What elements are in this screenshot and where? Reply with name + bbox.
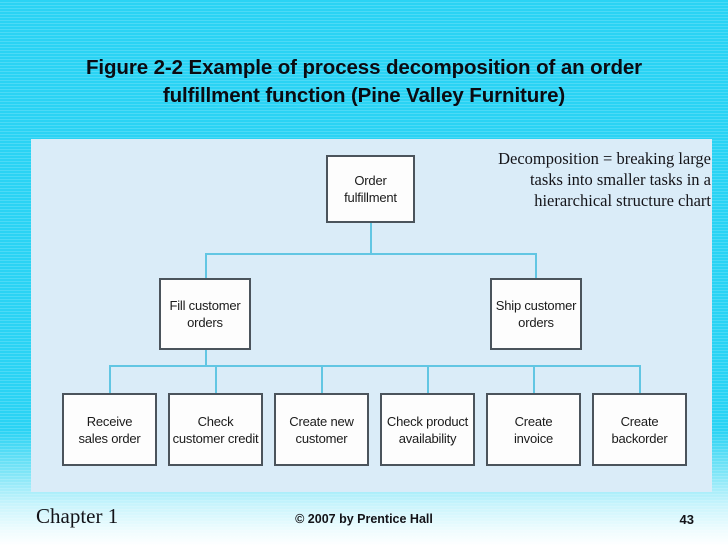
- process-box-check-customer-credit-line1: Check: [197, 413, 234, 429]
- connector-to-receive-sales-order: [109, 365, 111, 393]
- process-box-create-new-customer-line2: customer: [295, 430, 348, 446]
- process-box-create-backorder[interactable]: Create backorder: [592, 393, 687, 466]
- connector-to-ship-customer-orders: [535, 253, 537, 278]
- process-box-order-fulfillment[interactable]: Order fulfillment: [326, 155, 415, 223]
- connector-level1-bus: [205, 253, 537, 255]
- process-box-check-product-availability-line1: Check product: [386, 413, 469, 429]
- connector-to-fill-customer-orders: [205, 253, 207, 278]
- process-box-receive-sales-order-line2: sales order: [78, 430, 141, 446]
- connector-level2-bus: [109, 365, 640, 367]
- footer-page-number: 43: [679, 512, 694, 527]
- connector-fill-customer-orders-stem: [205, 350, 207, 367]
- connector-to-create-backorder: [639, 365, 641, 393]
- process-box-create-backorder-line1: Create: [620, 413, 659, 429]
- connector-to-create-new-customer: [321, 365, 323, 393]
- footer-chapter-label: Chapter 1: [36, 504, 119, 528]
- process-box-ship-customer-orders[interactable]: Ship customer orders: [490, 278, 582, 350]
- process-box-create-new-customer-line1: Create new: [289, 413, 354, 429]
- process-box-check-product-availability-line2: availability: [398, 430, 457, 446]
- process-box-fill-customer-orders-line1: Fill customer: [169, 298, 241, 313]
- connector-to-create-invoice: [533, 365, 535, 393]
- process-box-ship-customer-orders-line2: orders: [518, 315, 554, 330]
- connector-to-check-customer-credit: [215, 365, 217, 393]
- process-box-fill-customer-orders[interactable]: Fill customer orders: [159, 278, 251, 350]
- process-box-create-invoice[interactable]: Create invoice: [486, 393, 581, 466]
- process-box-check-customer-credit[interactable]: Check customer credit: [168, 393, 263, 466]
- process-box-check-product-availability[interactable]: Check product availability: [380, 393, 475, 466]
- process-box-receive-sales-order-line1: Receive: [86, 413, 133, 429]
- process-box-order-fulfillment-line1: Order: [354, 173, 387, 188]
- process-box-receive-sales-order[interactable]: Receive sales order: [62, 393, 157, 466]
- process-box-check-customer-credit-line2: customer credit: [172, 430, 259, 446]
- process-box-fill-customer-orders-line2: orders: [187, 315, 223, 330]
- connector-root-stem: [370, 223, 372, 255]
- page-title: Figure 2-2 Example of process decomposit…: [85, 56, 643, 107]
- connector-to-check-product-availability: [427, 365, 429, 393]
- process-box-create-invoice-line2: invoice: [513, 430, 554, 446]
- process-box-create-backorder-line2: backorder: [611, 430, 668, 446]
- process-box-ship-customer-orders-line1: Ship customer: [495, 298, 577, 313]
- decomposition-annotation: Decomposition = breaking large tasks int…: [498, 149, 711, 210]
- process-box-create-invoice-line1: Create: [514, 413, 553, 429]
- footer-copyright-label: © 2007 by Prentice Hall: [295, 512, 433, 526]
- diagram-panel: Order fulfillment Fill customer orders S…: [31, 139, 712, 492]
- process-box-create-new-customer[interactable]: Create new customer: [274, 393, 369, 466]
- process-box-order-fulfillment-line2: fulfillment: [344, 190, 397, 205]
